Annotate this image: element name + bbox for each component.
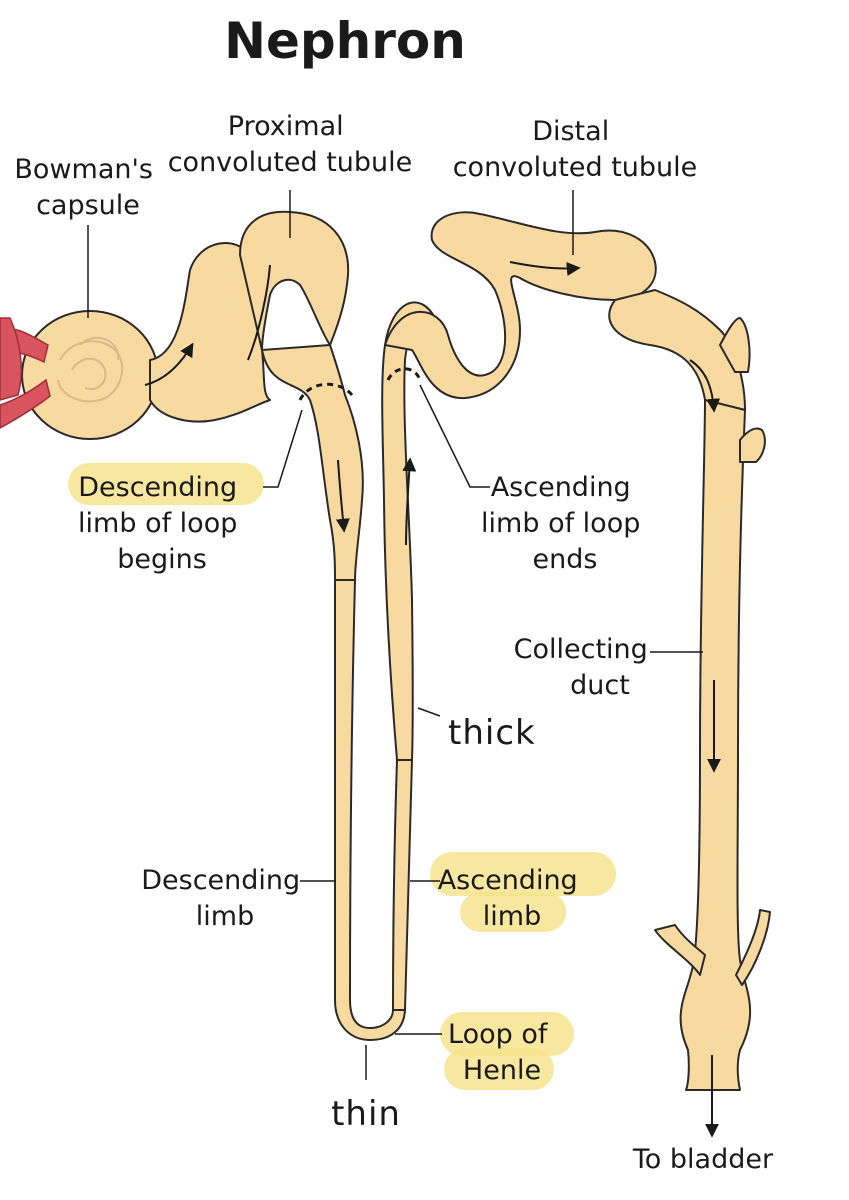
page-title: Nephron xyxy=(224,12,466,70)
label-distal: Distal convoluted tubule xyxy=(453,116,698,183)
highlight-loop-of-henle-1 xyxy=(440,1012,574,1056)
highlight-descending-begins xyxy=(68,463,264,505)
label-bowmans: Bowman's capsule xyxy=(14,154,161,221)
highlight-ascending-limb-1 xyxy=(430,852,616,896)
glomerulus xyxy=(57,336,124,403)
leader-thick xyxy=(417,707,441,717)
proximal-tubule-upper-loop xyxy=(239,210,350,351)
flow-arrow-proximal-loop xyxy=(247,264,271,361)
flow-arrow-proximal xyxy=(144,342,194,386)
label-collecting-line2: duct xyxy=(570,670,630,701)
vessel-stem xyxy=(0,317,23,401)
label-descending-begins: Descending limb of loop begins xyxy=(78,472,246,575)
ascending-boundary xyxy=(386,367,422,381)
label-desc-begins-line3: begins xyxy=(117,544,207,575)
leader-desc-begins xyxy=(263,409,303,488)
highlight-ascending-limb-2 xyxy=(460,892,566,932)
collecting-branch-lower-left xyxy=(654,924,706,976)
label-proximal: Proximal convoluted tubule xyxy=(168,111,413,178)
label-distal-line2: convoluted tubule xyxy=(453,152,698,183)
label-distal-line1: Distal xyxy=(532,116,609,147)
highlights xyxy=(68,463,616,1090)
descending-thick xyxy=(261,344,364,581)
bowmans-capsule xyxy=(21,310,159,440)
leader-asc-ends xyxy=(419,384,490,488)
label-ascending-limb: Ascending limb xyxy=(438,865,587,932)
flow-arrow-distal xyxy=(509,261,581,276)
label-collecting: Collecting duct xyxy=(514,634,657,701)
flow-arrow-descending xyxy=(335,459,350,533)
label-asc-ends-line3: ends xyxy=(533,544,598,575)
label-asc-limb-line1: Ascending xyxy=(438,865,578,896)
label-proximal-line2: convoluted tubule xyxy=(168,147,413,178)
labels: Bowman's capsule Proximal convoluted tub… xyxy=(14,111,774,1175)
label-collecting-line1: Collecting xyxy=(514,634,648,665)
label-desc-begins-line1: Descending xyxy=(78,472,237,503)
label-thick: thick xyxy=(448,713,536,753)
ascending-thin-limb xyxy=(392,759,413,1011)
flow-arrow-ascending xyxy=(402,457,417,546)
label-desc-limb-line2: limb xyxy=(196,901,254,932)
label-loop-of-henle: Loop of Henle xyxy=(448,1019,556,1086)
label-thin: thin xyxy=(331,1094,401,1134)
leader-lines xyxy=(87,190,703,1080)
flow-arrow-connecting xyxy=(689,359,721,413)
collecting-duct xyxy=(679,399,752,1091)
label-asc-ends-line1: Ascending xyxy=(491,472,631,503)
blood-vessels xyxy=(0,317,51,429)
label-asc-ends-line2: limb of loop xyxy=(481,508,640,539)
label-ascending-ends: Ascending limb of loop ends xyxy=(481,472,649,575)
label-bowmans-line1: Bowman's xyxy=(14,154,153,185)
collecting-branch-upper xyxy=(719,317,751,373)
label-loop-line1: Loop of xyxy=(448,1019,549,1050)
dashed-boundaries xyxy=(298,367,422,401)
tubule xyxy=(21,210,771,1091)
label-asc-limb-line2: limb xyxy=(483,901,541,932)
label-desc-begins-line2: limb of loop xyxy=(78,508,237,539)
flow-arrows xyxy=(144,261,721,1138)
collecting-branch-middle xyxy=(739,427,766,463)
label-descending-limb: Descending limb xyxy=(141,865,309,932)
efferent-arteriole xyxy=(0,378,51,429)
descending-boundary xyxy=(298,382,354,401)
distal-convoluted-tubule xyxy=(384,211,657,400)
label-proximal-line1: Proximal xyxy=(228,111,344,142)
label-loop-line2: Henle xyxy=(463,1055,541,1086)
label-bowmans-line2: capsule xyxy=(36,190,140,221)
collecting-branch-lower-right xyxy=(735,909,771,986)
highlight-loop-of-henle-2 xyxy=(444,1048,554,1090)
label-desc-limb-line1: Descending xyxy=(141,865,300,896)
label-to-bladder: To bladder xyxy=(632,1144,774,1175)
